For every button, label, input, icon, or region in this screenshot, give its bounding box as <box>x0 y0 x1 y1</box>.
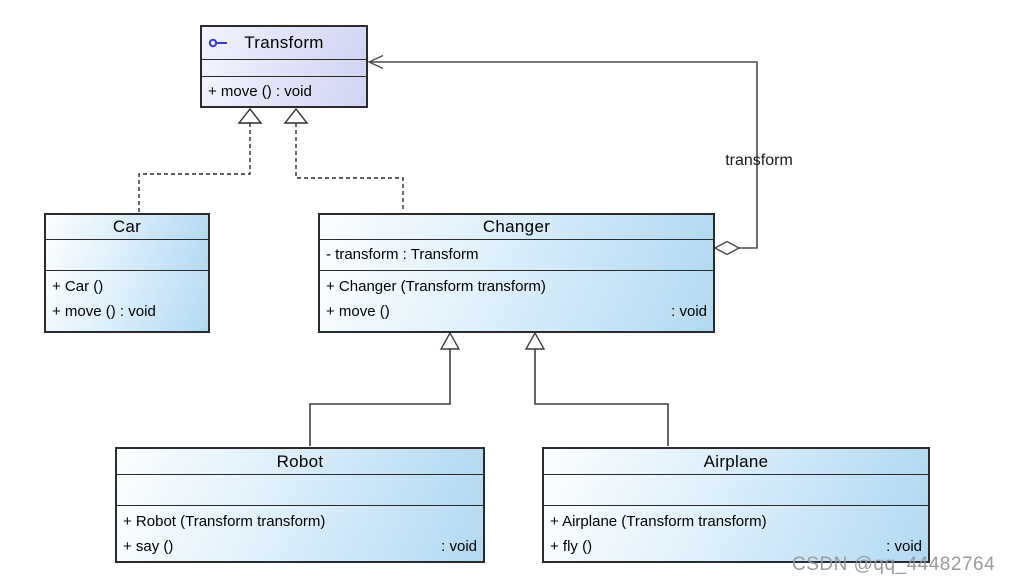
class-title-transform: Transform <box>202 27 366 59</box>
attributes-compartment: - transform : Transform <box>320 239 713 270</box>
class-name: Car <box>112 217 142 236</box>
operation-text: + move () : void <box>52 303 156 320</box>
operation-text: + Robot (Transform transform) <box>123 513 326 530</box>
attributes-compartment <box>544 474 928 505</box>
operation-text: + move () <box>326 303 390 320</box>
operation-text: + Changer (Transform transform) <box>326 278 546 295</box>
operations-compartment: + move () : void <box>202 76 366 106</box>
realization-edge-changer-transform <box>295 123 404 212</box>
realization-triangle-car <box>237 107 263 124</box>
operation-row: + Robot (Transform transform) <box>123 509 477 534</box>
operation-row: + move () : void <box>208 80 360 104</box>
operation-return-type: : void <box>886 538 922 555</box>
generalization-triangle-robot <box>439 331 461 350</box>
operation-return-type: : void <box>441 538 477 555</box>
class-box-robot: Robot + Robot (Transform transform) + sa… <box>115 447 485 563</box>
operations-compartment: + Changer (Transform transform) + move (… <box>320 270 713 331</box>
class-title-robot: Robot <box>117 449 483 474</box>
operation-row: + move () : void <box>326 299 707 324</box>
class-box-transform: Transform + move () : void <box>200 25 368 108</box>
class-box-changer: Changer - transform : Transform + Change… <box>318 213 715 333</box>
operations-compartment: + Airplane (Transform transform) + fly (… <box>544 505 928 561</box>
operation-return-type: : void <box>671 303 707 320</box>
operation-row: + fly () : void <box>550 534 922 559</box>
open-arrowhead-icon <box>367 54 384 70</box>
generalization-edge-airplane-changer <box>534 349 669 446</box>
operation-text: + fly () <box>550 538 593 555</box>
attribute-row: - transform : Transform <box>326 243 707 267</box>
watermark-text: CSDN @qq_44482764 <box>792 554 996 575</box>
operation-row: + move () : void <box>52 299 202 324</box>
aggregation-role-label: transform <box>725 152 793 169</box>
attributes-compartment <box>46 239 208 270</box>
class-title-changer: Changer <box>320 215 713 239</box>
attributes-compartment <box>117 474 483 505</box>
operation-text: + say () <box>123 538 174 555</box>
operations-compartment: + Robot (Transform transform) + say () :… <box>117 505 483 561</box>
aggregation-edge-changer-transform <box>370 61 758 249</box>
interface-lollipop-icon <box>208 38 227 48</box>
class-title-car: Car <box>46 215 208 239</box>
realization-triangle-changer <box>283 107 309 124</box>
operation-text: + move () : void <box>208 83 312 100</box>
class-box-airplane: Airplane + Airplane (Transform transform… <box>542 447 930 563</box>
attributes-compartment <box>202 59 366 76</box>
class-box-car: Car + Car () + move () : void <box>44 213 210 333</box>
class-name: Transform <box>244 33 324 52</box>
operation-text: + Airplane (Transform transform) <box>550 513 767 530</box>
operation-row: + Airplane (Transform transform) <box>550 509 922 534</box>
operation-row: + Changer (Transform transform) <box>326 274 707 299</box>
attribute-text: - transform : Transform <box>326 246 479 263</box>
operation-row: + Car () <box>52 274 202 299</box>
operation-row: + say () : void <box>123 534 477 559</box>
operations-compartment: + Car () + move () : void <box>46 270 208 331</box>
realization-edge-car-transform <box>138 123 251 212</box>
operation-text: + Car () <box>52 278 104 295</box>
class-name: Changer <box>482 217 551 236</box>
generalization-triangle-airplane <box>524 331 546 350</box>
class-name: Airplane <box>703 451 769 471</box>
generalization-edge-robot-changer <box>309 349 451 446</box>
class-title-airplane: Airplane <box>544 449 928 474</box>
aggregation-diamond-icon <box>713 240 741 256</box>
class-name: Robot <box>276 451 324 471</box>
